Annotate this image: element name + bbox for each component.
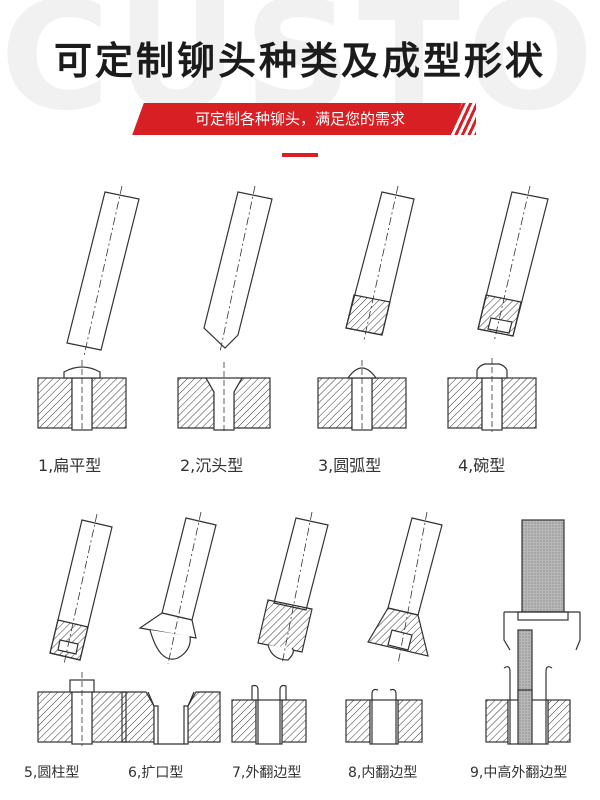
workpiece-round	[317, 360, 407, 432]
workpiece-countersunk	[177, 362, 271, 432]
page-title: 可定制铆头种类及成型形状	[53, 39, 546, 83]
subtitle-banner: 可定制各种铆头，满足您的需求	[130, 103, 476, 135]
workpiece-high-outer-flange	[485, 666, 571, 745]
tool-outer-flange	[257, 511, 329, 665]
tool-flare	[138, 511, 217, 665]
rivet-type-label-9: 9,中高外翻边型	[470, 765, 568, 781]
rivet-type-label-4: 4,碗型	[458, 456, 506, 475]
tool-round	[345, 185, 415, 341]
tool-inner-flange	[367, 511, 443, 665]
workpiece-cylinder	[37, 672, 127, 746]
rivet-type-label-6: 6,扩口型	[128, 765, 184, 781]
rivet-type-label-1: 1,扁平型	[38, 456, 102, 475]
tool-cylinder	[49, 513, 113, 665]
tool-countersunk	[203, 185, 273, 353]
workpiece-flat	[37, 360, 127, 432]
tool-bowl	[477, 185, 549, 343]
banner-stripes	[436, 103, 476, 135]
rivet-type-label-2: 2,沉头型	[180, 456, 244, 475]
subtitle-text: 可定制各种铆头，满足您的需求	[194, 110, 405, 128]
workpiece-outer-flange	[231, 684, 307, 745]
workpiece-flare	[121, 691, 221, 745]
tool-high-outer-flange	[503, 519, 581, 701]
tool-flat	[66, 185, 140, 357]
workpiece-inner-flange	[345, 688, 423, 745]
rivet-type-label-7: 7,外翻边型	[232, 765, 302, 781]
rivet-type-label-3: 3,圆弧型	[318, 456, 382, 475]
rivet-type-label-8: 8,内翻边型	[348, 765, 418, 781]
workpiece-bowl	[447, 358, 537, 432]
rivet-type-label-5: 5,圆柱型	[24, 765, 80, 781]
accent-dash	[282, 153, 318, 157]
